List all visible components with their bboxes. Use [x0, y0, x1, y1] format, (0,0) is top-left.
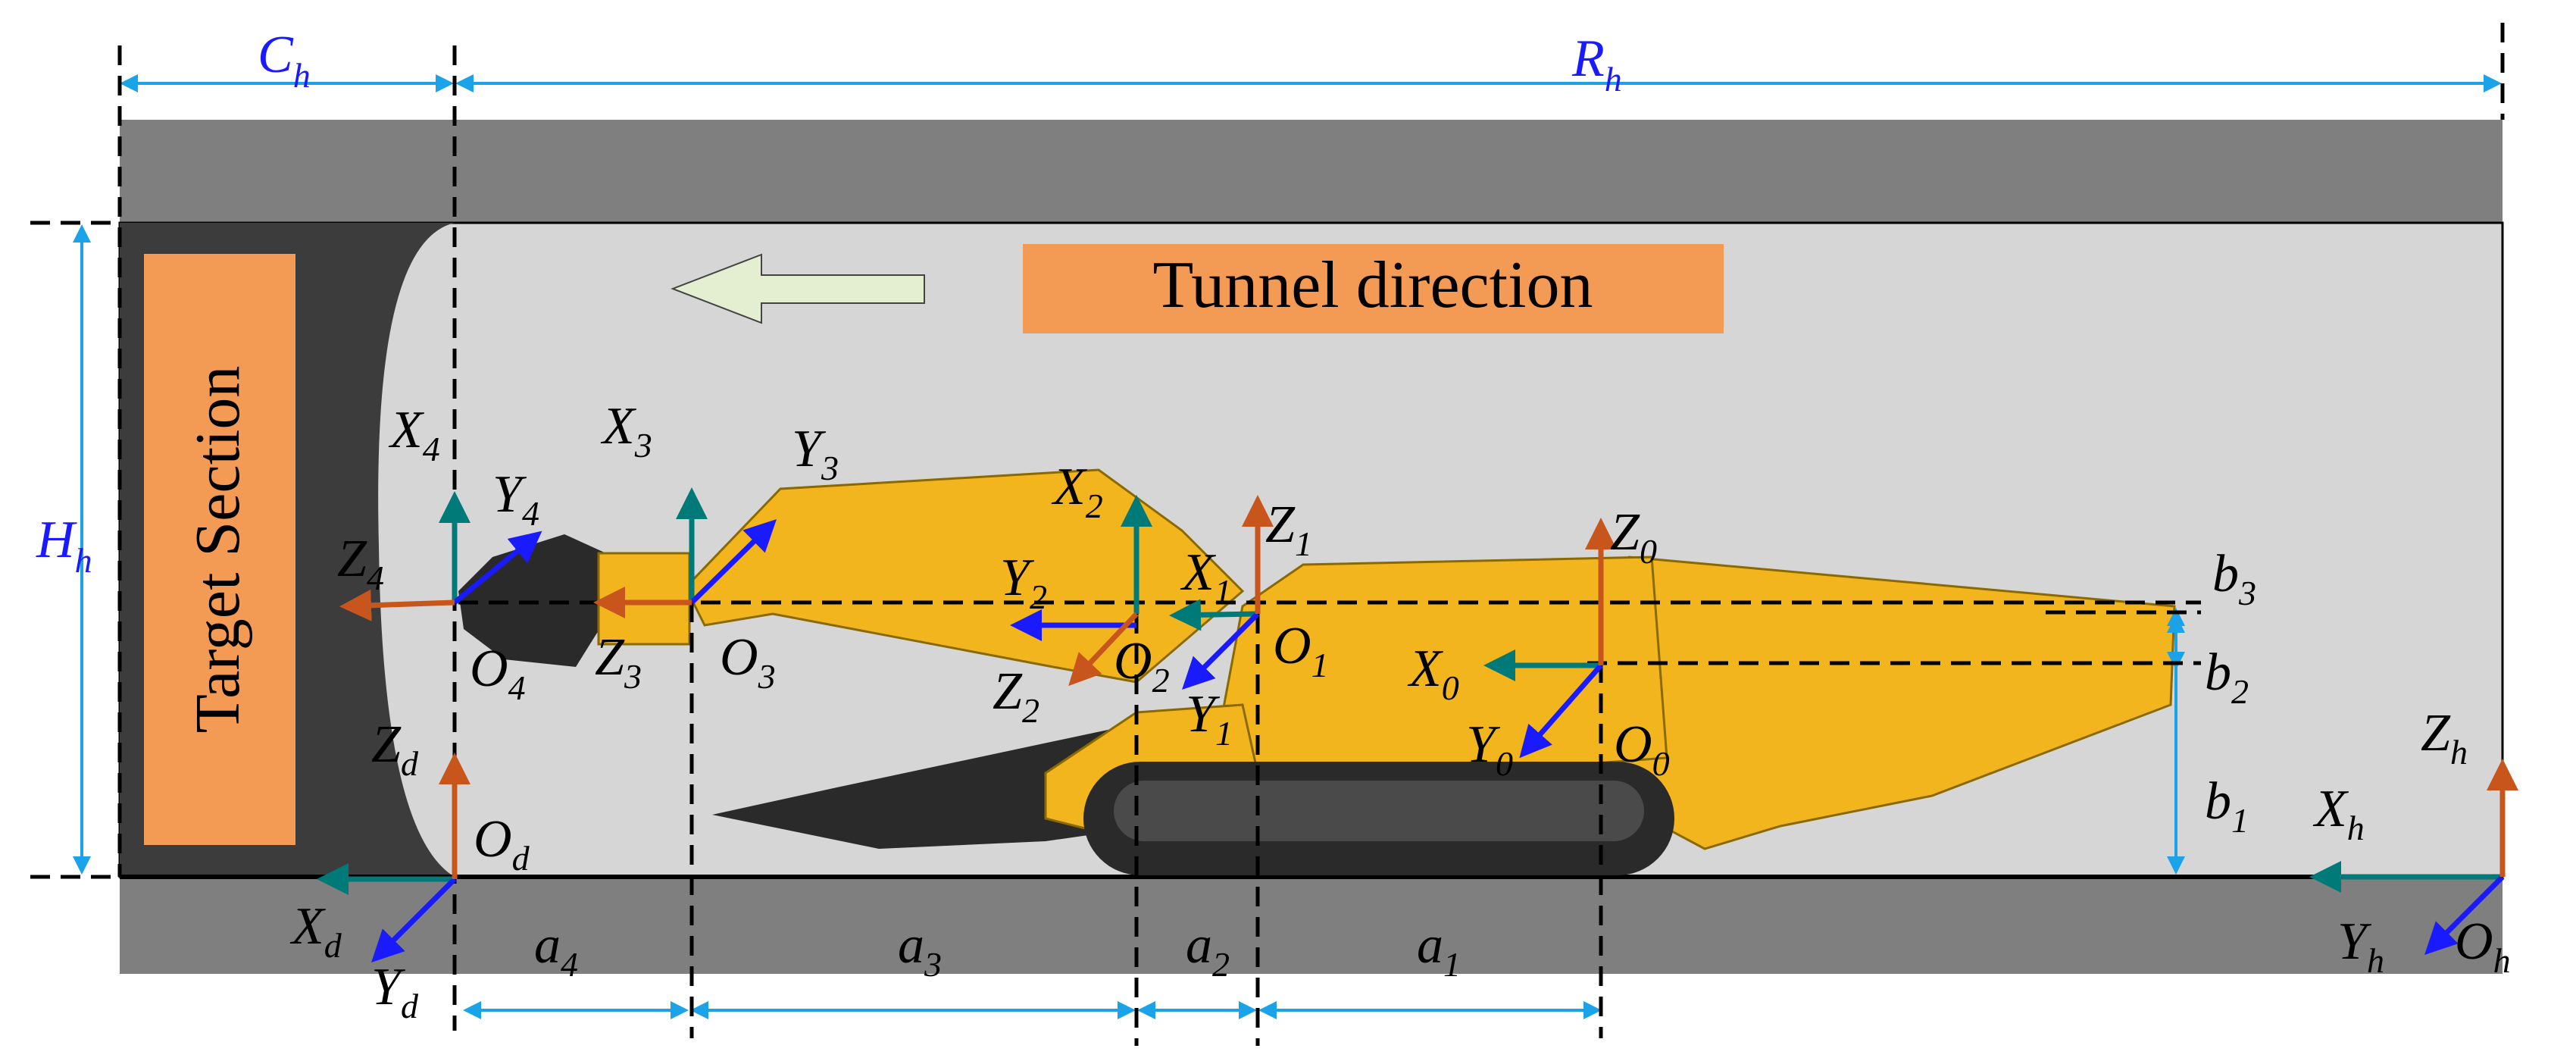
- label-Y3: Y3: [792, 420, 839, 487]
- label-Z2: Z2: [993, 662, 1039, 730]
- dimension-lines: [73, 74, 2502, 1019]
- label-a4: a4: [534, 916, 578, 984]
- label-Z3: Z3: [595, 628, 642, 696]
- target-section-banner: [144, 254, 295, 845]
- tunnel-direction-banner: [1023, 244, 1724, 333]
- label-b3: b3: [2212, 545, 2256, 612]
- frame-labels: X4 Y4 Z4 O4 X3 Y3 Z3 O3 X2 Y2 Z2 O2 X1 Y…: [289, 397, 2511, 1025]
- label-Oh: Oh: [2455, 912, 2511, 980]
- tunnel-floor-rock: [120, 877, 2503, 974]
- tunnel-direction-label: Tunnel direction: [1153, 249, 1593, 322]
- frame-3-axes: [593, 487, 777, 618]
- label-Hh: Hh: [36, 511, 92, 580]
- label-O2: O2: [1114, 632, 1170, 700]
- label-Z4: Z4: [337, 530, 384, 597]
- frame-h-axes: [2309, 759, 2518, 955]
- label-X1: X1: [1180, 543, 1232, 611]
- frame-1-axes: [1169, 495, 1274, 690]
- label-X0: X0: [1407, 640, 1459, 707]
- label-Y2: Y2: [1000, 549, 1047, 616]
- label-Od: Od: [474, 810, 530, 878]
- label-b1: b1: [2205, 772, 2249, 840]
- tunnel-roof-rock: [120, 120, 2503, 223]
- label-Xd: Xd: [289, 897, 342, 965]
- label-Y1: Y1: [1186, 685, 1233, 753]
- label-X3: X3: [600, 397, 652, 465]
- label-a3: a3: [898, 916, 942, 984]
- tunnel-direction-arrow: [671, 253, 925, 324]
- label-Y4: Y4: [492, 465, 539, 533]
- label-O1: O1: [1273, 617, 1329, 684]
- label-Ch: Ch: [258, 26, 311, 95]
- frame-4-axes: [339, 491, 542, 621]
- label-Zd: Zd: [371, 715, 419, 783]
- label-b2: b2: [2205, 643, 2249, 711]
- frame-2-axes: [1010, 495, 1152, 687]
- label-Y0: Y0: [1466, 715, 1513, 783]
- frame-d-axes: [317, 753, 470, 962]
- label-Xh: Xh: [2312, 780, 2365, 847]
- label-Z0: Z0: [1610, 503, 1657, 571]
- label-O4: O4: [470, 640, 526, 707]
- frame-0-axes: [1483, 518, 1617, 759]
- label-X4: X4: [388, 401, 440, 468]
- label-Yh: Yh: [2337, 912, 2384, 980]
- label-Zh: Zh: [2421, 704, 2468, 771]
- offset-labels: a4 a3 a2 a1 b3 b2 b1: [534, 545, 2256, 984]
- cutting-boom: [684, 468, 1245, 684]
- label-Rh: Rh: [1571, 30, 1622, 99]
- label-O3: O3: [720, 628, 776, 696]
- label-X2: X2: [1051, 458, 1103, 525]
- target-section-label: Target Section: [183, 366, 253, 734]
- label-O0: O0: [1614, 715, 1670, 783]
- label-a1: a1: [1417, 916, 1461, 984]
- crawler-track-inner: [1114, 781, 1644, 841]
- label-Yd: Yd: [371, 958, 419, 1025]
- label-a2: a2: [1186, 916, 1230, 984]
- label-Z1: Z1: [1265, 496, 1312, 563]
